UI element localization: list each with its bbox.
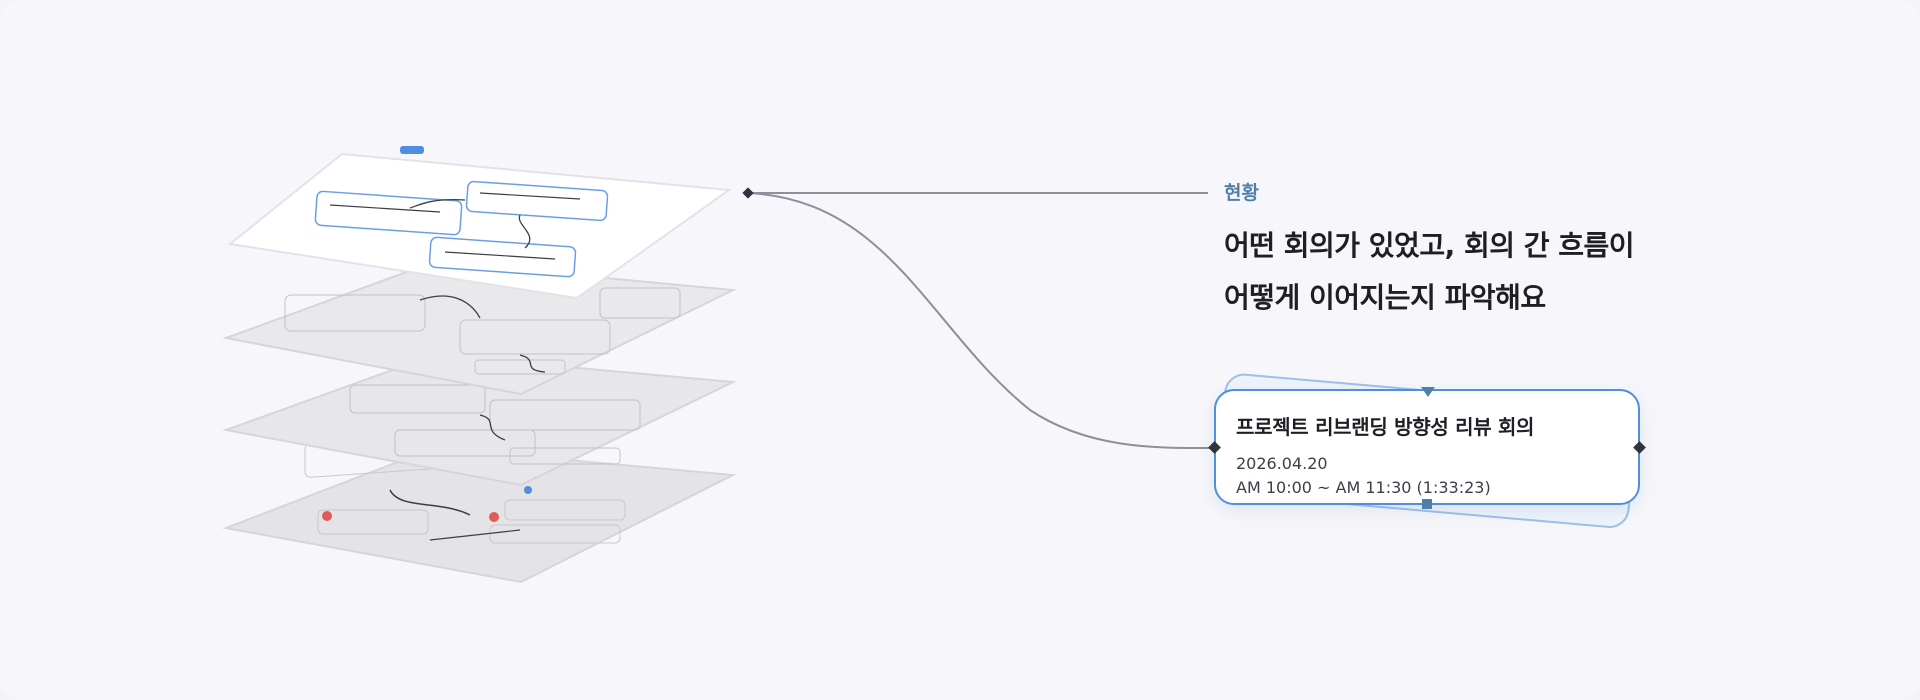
section-label: 현황 <box>1224 182 1259 204</box>
meeting-card[interactable]: 프로젝트 리브랜딩 방향성 리뷰 회의 2026.04.20 AM 10:00 … <box>1208 387 1646 509</box>
layer-2 <box>222 260 737 396</box>
square-handle-icon[interactable] <box>1422 499 1432 509</box>
layer-1-active <box>227 146 732 300</box>
meeting-time: AM 10:00 ~ AM 11:30 (1:33:23) <box>1236 478 1491 497</box>
headline-line-1: 어떤 회의가 있었고, 회의 간 흐름이 <box>1224 229 1635 262</box>
section-headline: 어떤 회의가 있었고, 회의 간 흐름이 어떻게 이어지는지 파악해요 <box>1224 220 1635 324</box>
headline-line-2: 어떻게 이어지는지 파악해요 <box>1224 281 1546 314</box>
triangle-handle-icon[interactable] <box>1421 387 1435 397</box>
layer-4 <box>222 431 737 584</box>
meeting-title: 프로젝트 리브랜딩 방향성 리뷰 회의 <box>1236 415 1535 439</box>
meeting-date: 2026.04.20 <box>1236 454 1328 473</box>
layer-3 <box>222 353 737 487</box>
